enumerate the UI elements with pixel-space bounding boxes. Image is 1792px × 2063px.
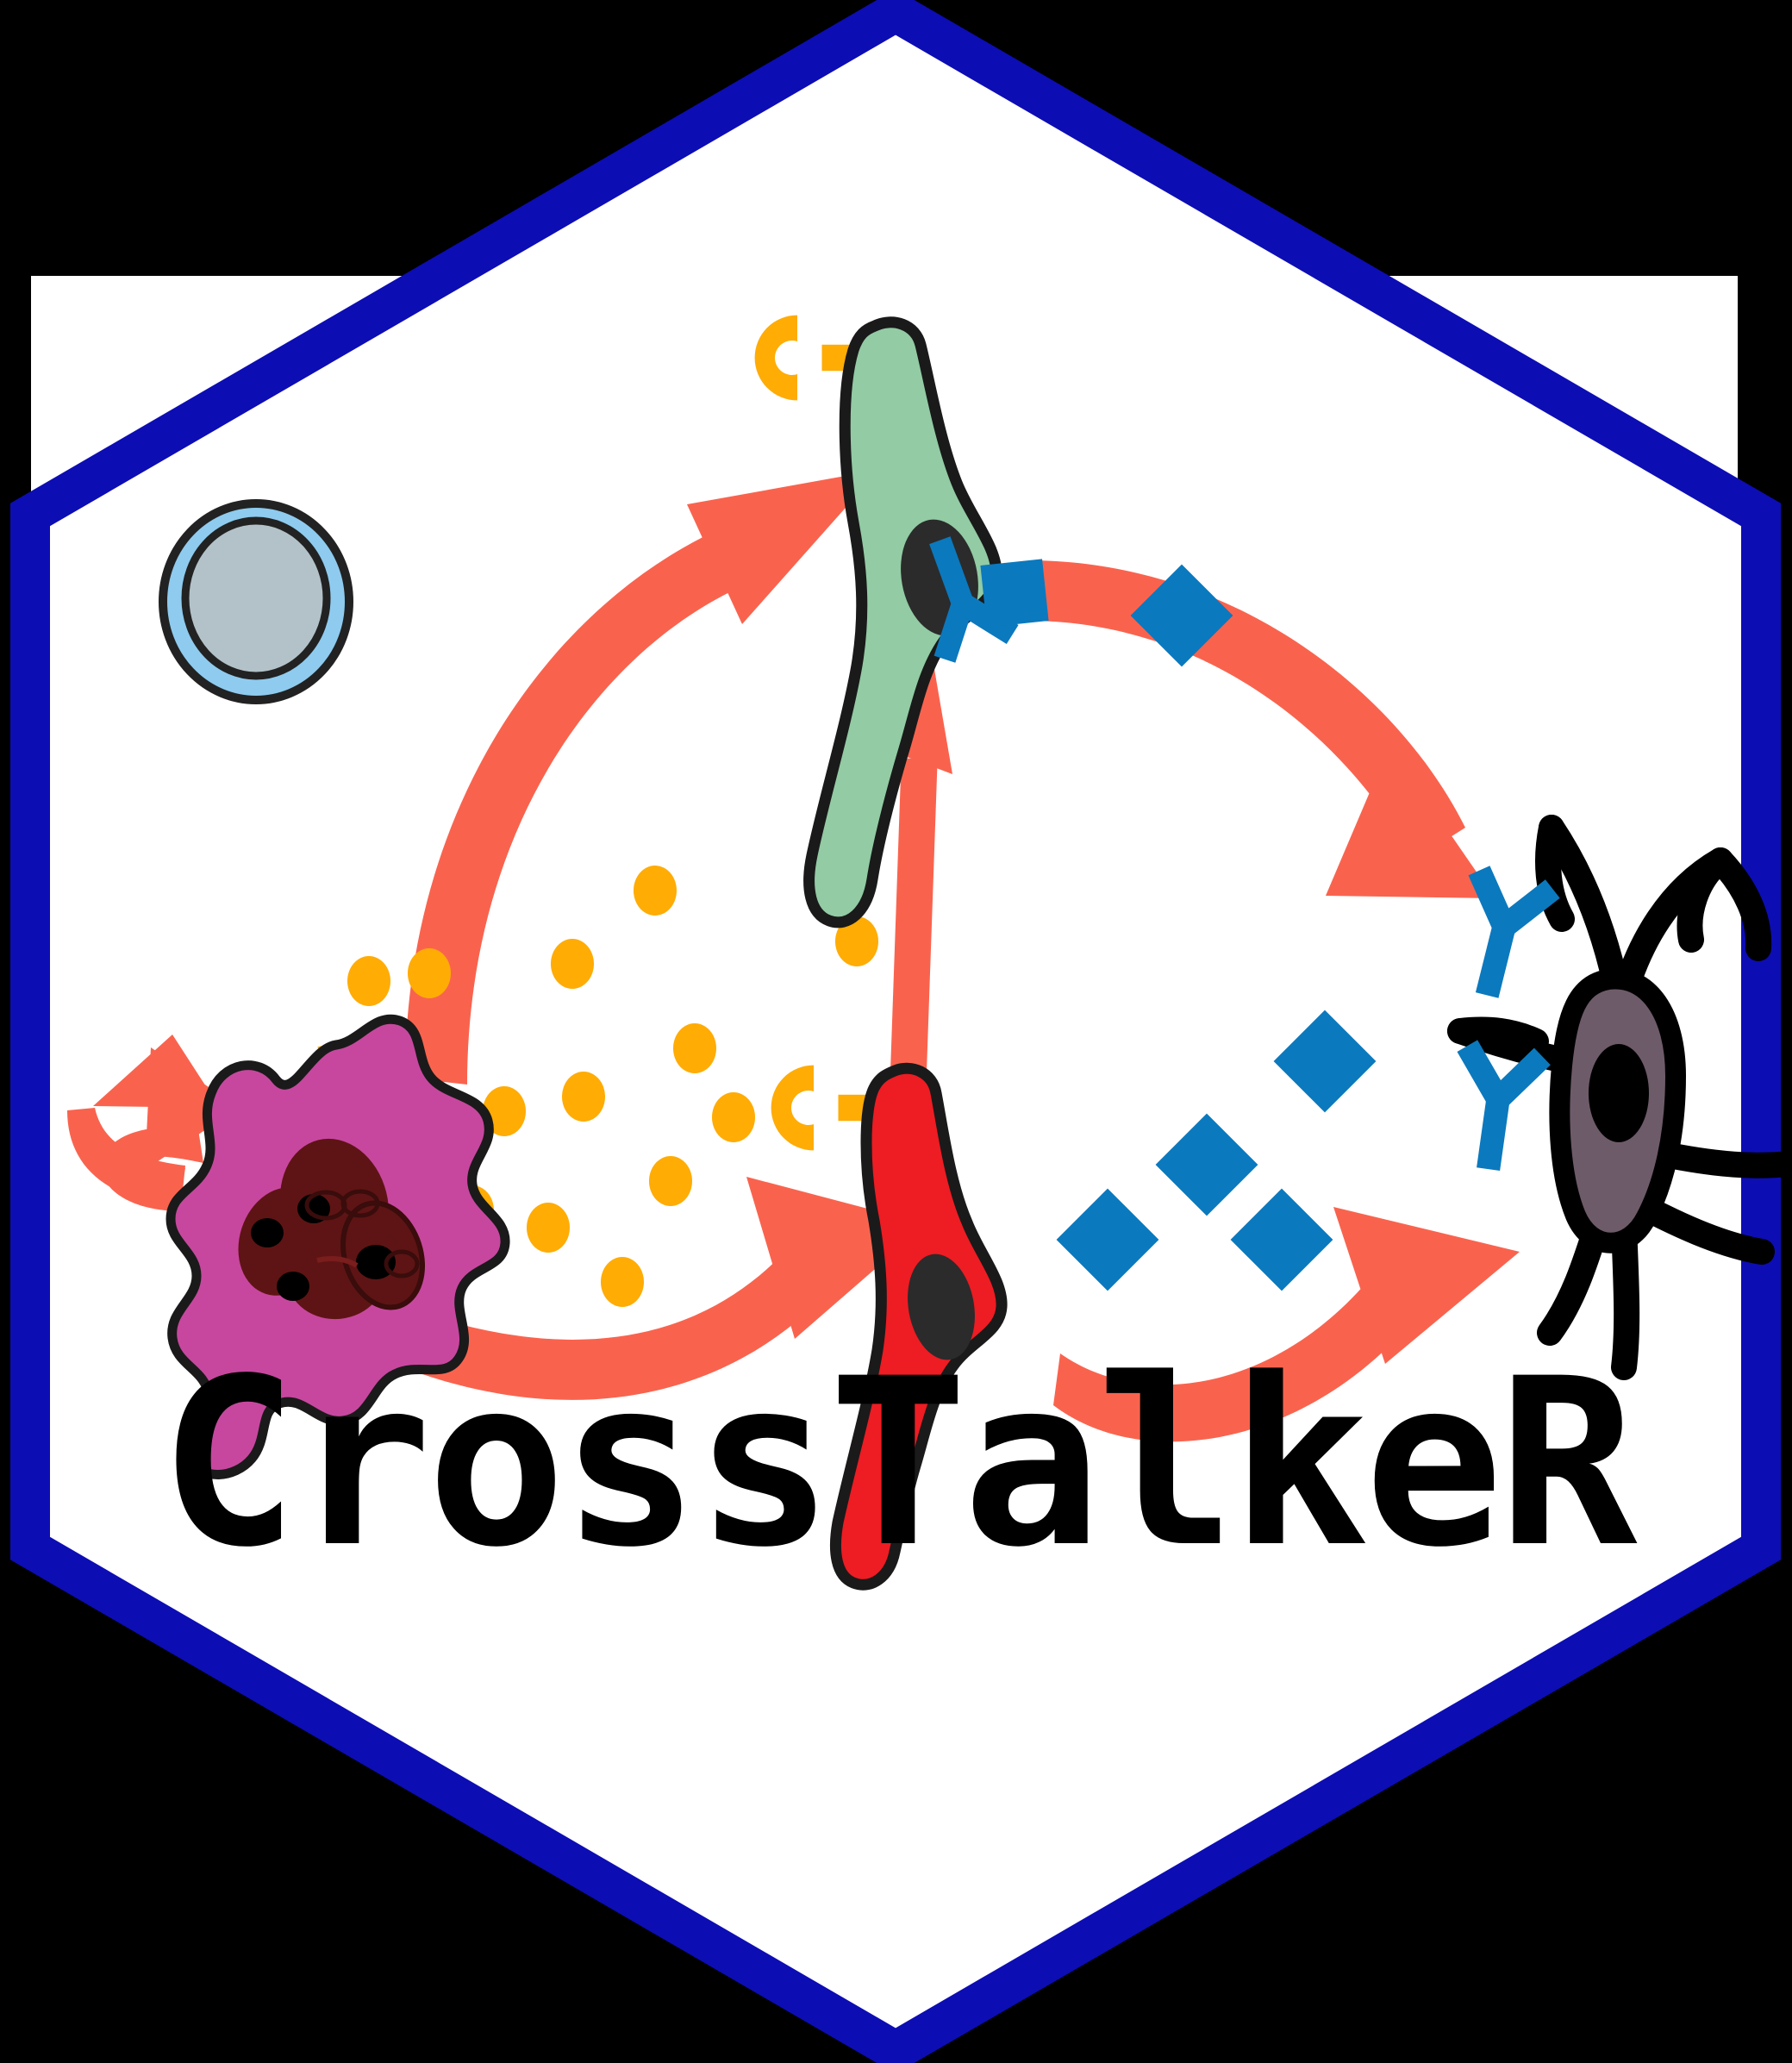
ligand-dot [408,948,451,998]
ligand-dot [649,1156,692,1206]
ligand-dot [551,939,594,989]
endothelial-nucleus [908,1253,975,1360]
fibroblast-membrane [803,316,1002,928]
cell-endothelial-red [771,1062,1008,1591]
ligand-square [980,559,1049,628]
cell-fibroblast-green [754,315,1049,928]
cell-macrophage [165,1014,510,1479]
ligand-dot [527,1203,570,1253]
ligand-dot [835,916,878,966]
ligand-dot [634,866,677,916]
edge-fibroblast-to-neuron [1031,560,1495,898]
lymphocyte-nucleus [181,516,331,680]
ligand-dot [347,956,390,1006]
logo-wordmark: CrossTalkeR [159,1329,1639,1598]
ligand-dot [483,1086,526,1136]
edge-endothelial-to-neuron [1053,1207,1520,1442]
ligand-dot [712,1092,755,1142]
edge-macrophage-to-fibroblast [405,470,879,1085]
edge-macrophage-self [67,1035,239,1211]
hexagon-badge-border [10,0,1781,2063]
cell-neuron [1441,815,1792,1380]
ligand-dot [562,1072,605,1122]
neuron-nucleus [1589,1044,1649,1142]
ligand-dot [601,1257,644,1307]
ligand-dot [673,1023,716,1073]
cell-lymphocyte [159,499,353,704]
macrophage-vacuoles [304,1189,420,1278]
